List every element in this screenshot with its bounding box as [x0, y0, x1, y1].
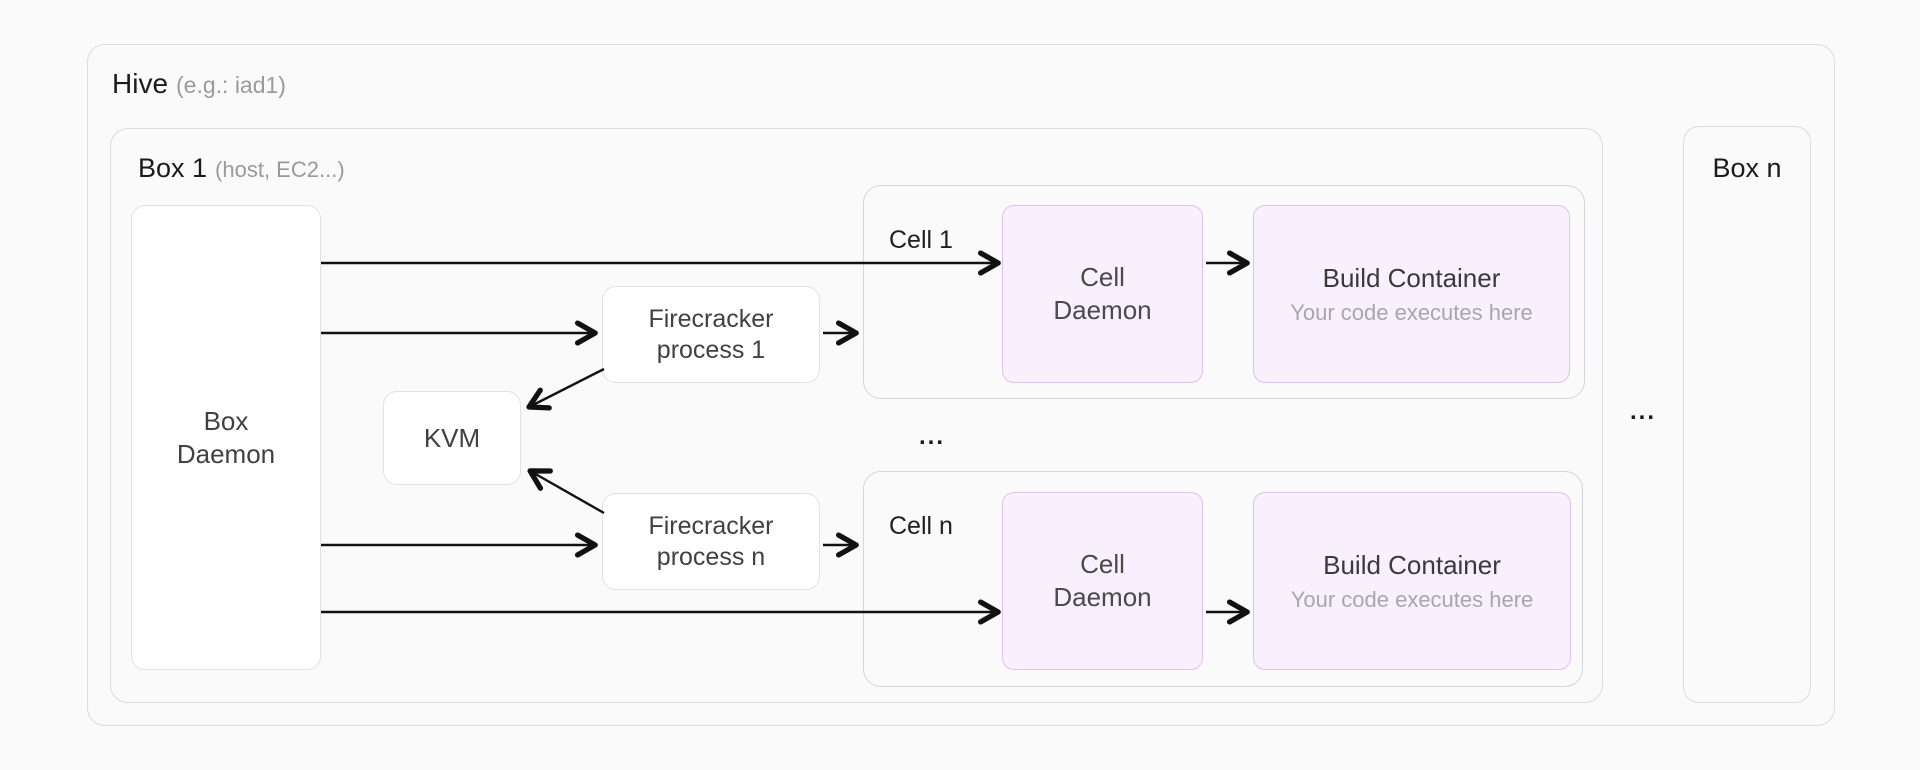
cell-1-build-subtitle: Your code executes here [1290, 299, 1533, 325]
cell-1-daemon-node: Cell Daemon [1002, 205, 1203, 383]
cell-n-daemon-node: Cell Daemon [1002, 492, 1203, 670]
hive-title-row: Hive (e.g.: iad1) [112, 68, 286, 100]
box1-subtitle: (host, EC2...) [215, 157, 345, 182]
boxes-ellipsis: ... [1629, 398, 1656, 425]
firecracker-n-node: Firecracker process n [602, 493, 820, 590]
kvm-node: KVM [383, 391, 521, 485]
firecracker-1-node: Firecracker process 1 [602, 286, 820, 383]
hive-subtitle: (e.g.: iad1) [176, 72, 286, 98]
box-n-title: Box n [1712, 153, 1782, 183]
cell-n-daemon-label: Cell Daemon [1053, 549, 1152, 612]
box-n-container: Box n [1683, 126, 1811, 703]
box1-title: Box 1 [138, 153, 208, 183]
cell-1-build-container-node: Build Container Your code executes here [1253, 205, 1570, 383]
firecracker-n-label: Firecracker process n [648, 511, 774, 571]
cell-1-build-title: Build Container [1322, 262, 1501, 293]
cell-1-label: Cell 1 [889, 226, 953, 254]
firecracker-1-label: Firecracker process 1 [648, 304, 774, 364]
cell-n-build-title: Build Container [1323, 549, 1501, 580]
cells-ellipsis: ... [918, 423, 945, 450]
cell-n-build-container-node: Build Container Your code executes here [1253, 492, 1571, 670]
kvm-label: KVM [423, 422, 481, 453]
hive-title: Hive [112, 68, 169, 99]
box1-container: Box 1 (host, EC2...) [110, 128, 1603, 703]
cell-n-label: Cell n [889, 512, 953, 540]
cell-n-build-subtitle: Your code executes here [1290, 586, 1534, 612]
hive-container: Hive (e.g.: iad1) [87, 44, 1835, 726]
cell-1-container: Cell 1 [863, 185, 1585, 399]
cell-n-container: Cell n [863, 471, 1583, 687]
cell-1-daemon-label: Cell Daemon [1053, 262, 1152, 325]
box-daemon-node: Box Daemon [131, 205, 321, 670]
box1-title-row: Box 1 (host, EC2...) [138, 153, 345, 184]
box-daemon-label: Box Daemon [176, 405, 276, 469]
